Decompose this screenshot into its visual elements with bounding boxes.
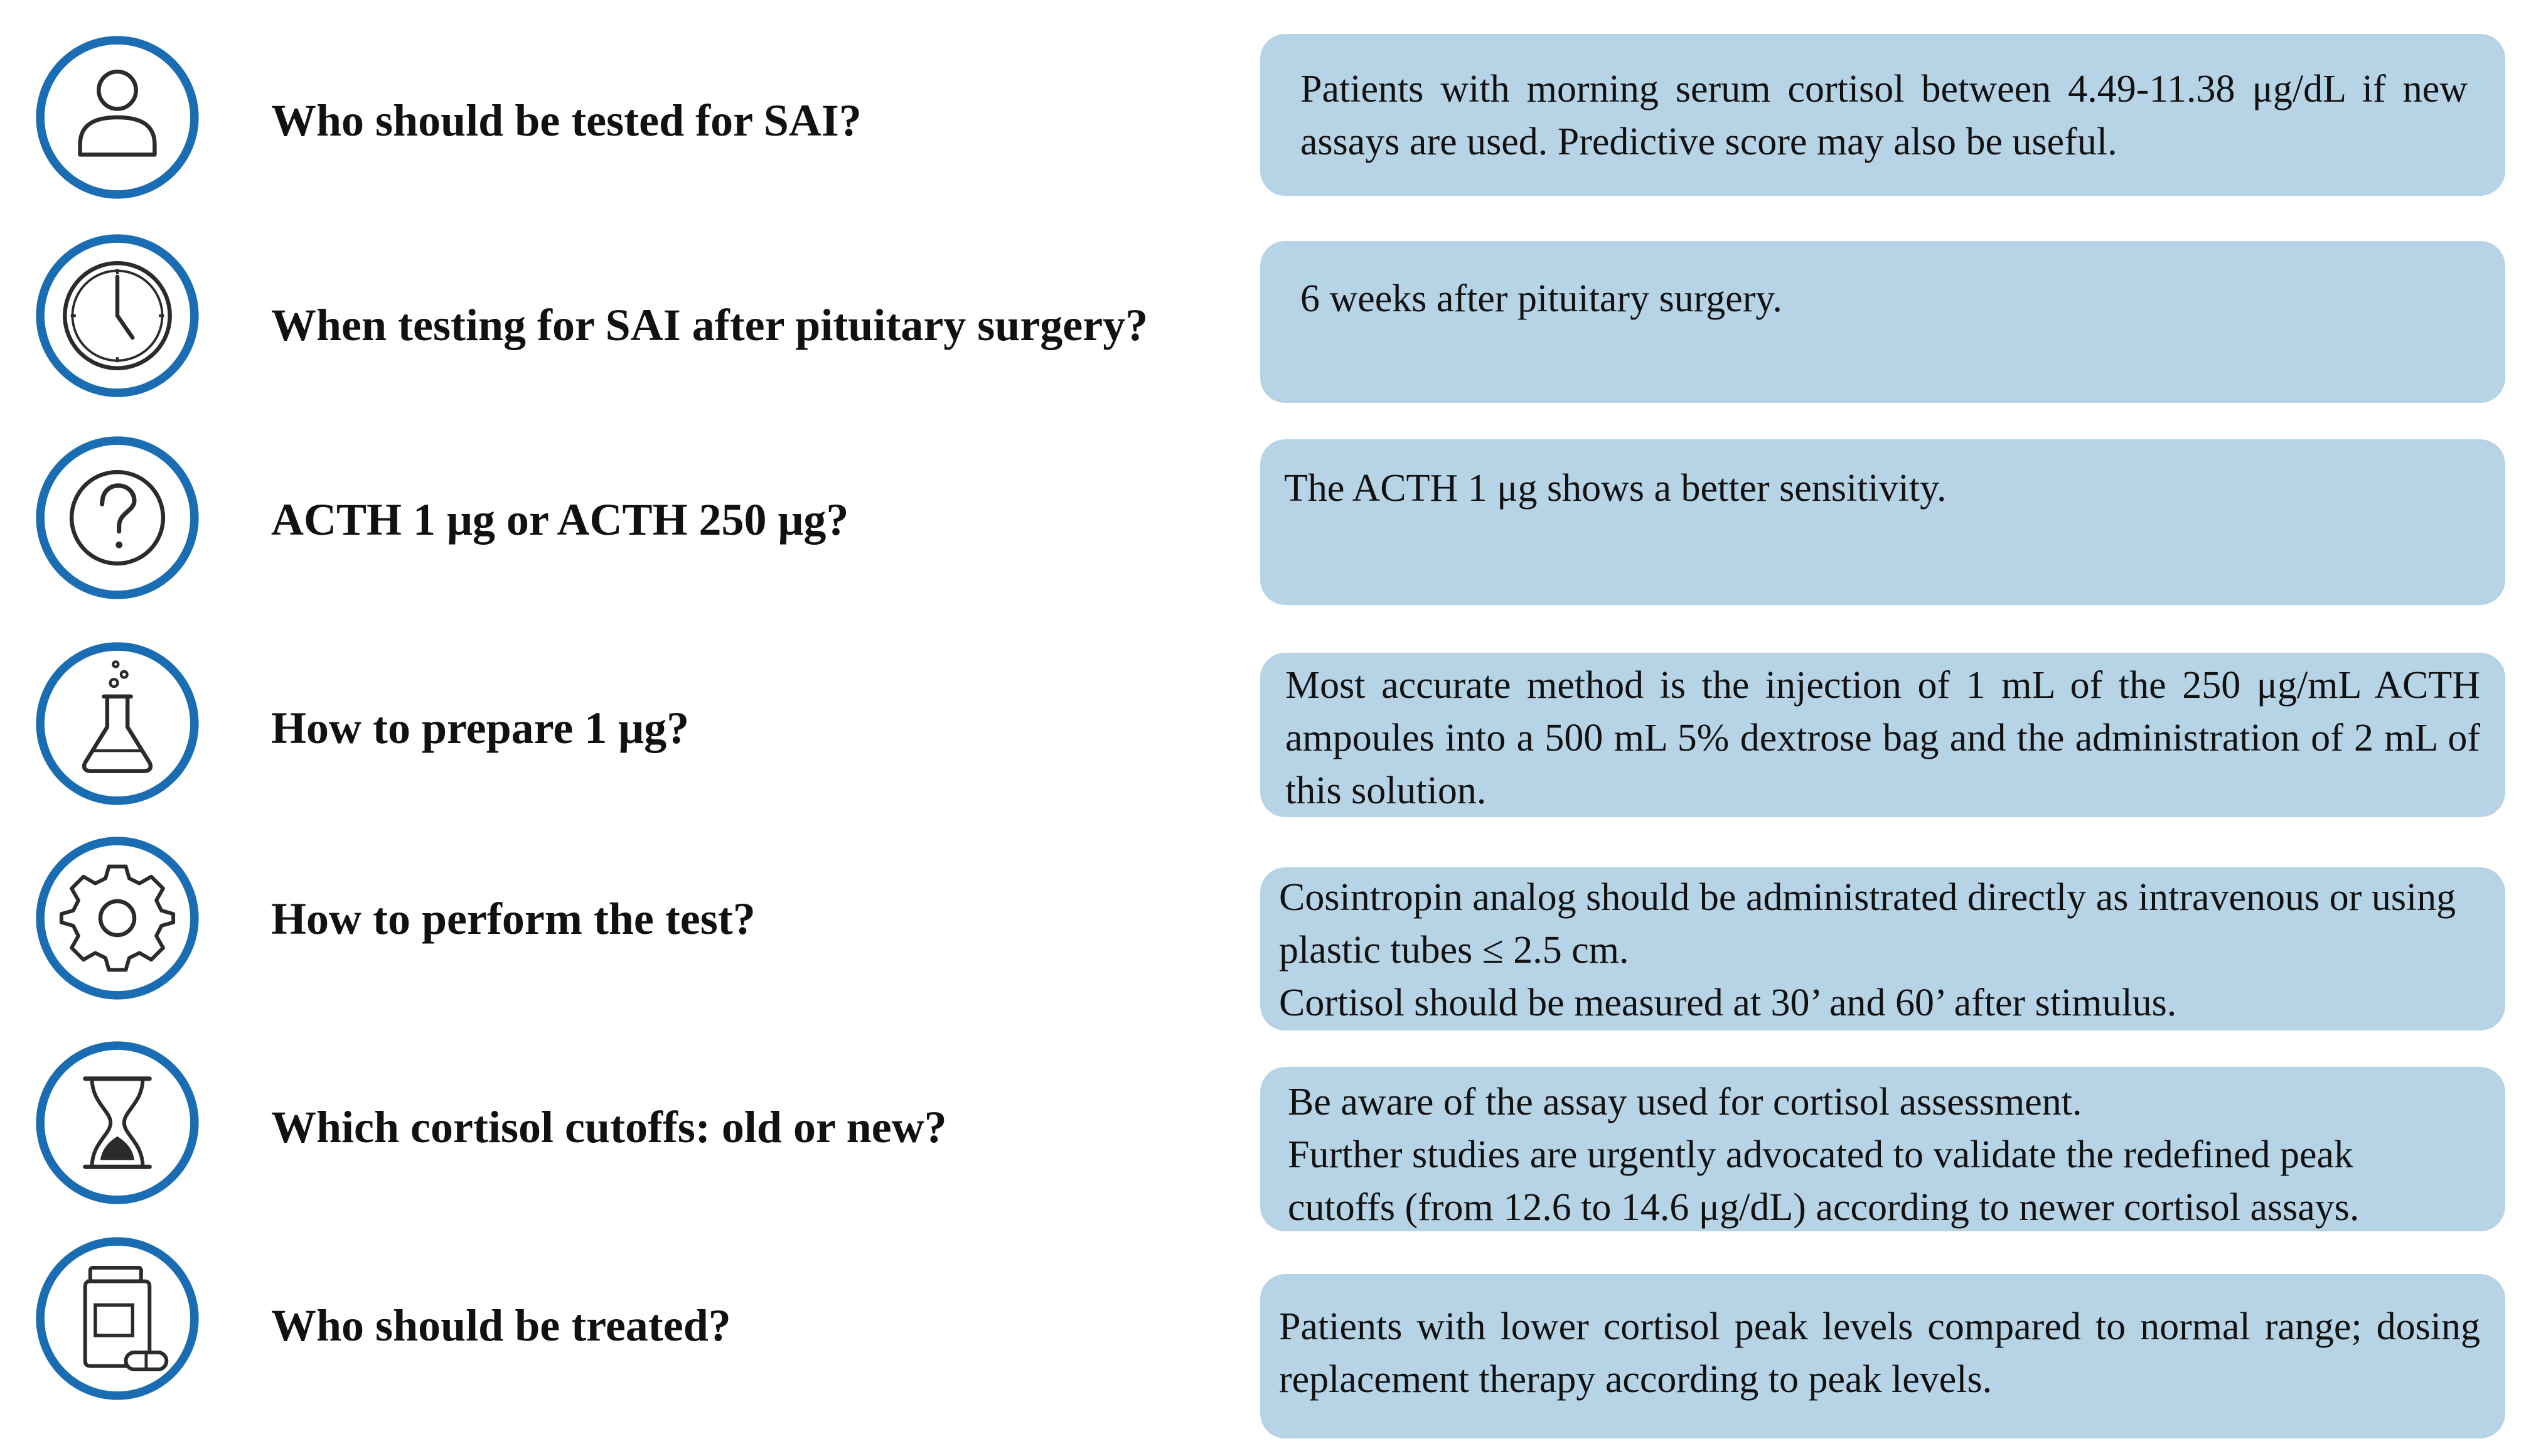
- answer-cortisol-cutoffs: Be aware of the assay used for cortisol …: [1260, 1067, 2505, 1231]
- flask-icon: [33, 639, 202, 808]
- question-when-testing: When testing for SAI after pituitary sur…: [271, 300, 1148, 350]
- hourglass-icon: [33, 1038, 202, 1207]
- question-perform-test: How to perform the test?: [271, 894, 756, 944]
- answer-who-tested: Patients with morning serum cortisol bet…: [1260, 34, 2505, 196]
- answer-text: Cortisol should be measured at 30’ and 6…: [1279, 982, 2177, 1024]
- medicine-bottle-icon: [33, 1234, 202, 1403]
- question-who-tested: Who should be tested for SAI?: [271, 95, 862, 146]
- answer-prepare-dose: Most accurate method is the injection of…: [1260, 653, 2505, 817]
- answer-text: 6 weeks after pituitary surgery.: [1300, 277, 1782, 320]
- answer-text: Patients with morning serum cortisol bet…: [1300, 68, 2468, 163]
- answer-perform-test: Cosintropin analog should be administrat…: [1260, 867, 2505, 1030]
- gear-icon: [33, 833, 202, 1003]
- answer-when-testing: 6 weeks after pituitary surgery.: [1260, 241, 2505, 403]
- answer-text: The ACTH 1 μg shows a better sensitivity…: [1284, 467, 1947, 510]
- question-acth-dose: ACTH 1 μg or ACTH 250 μg?: [271, 495, 849, 545]
- answer-acth-dose: The ACTH 1 μg shows a better sensitivity…: [1260, 439, 2505, 605]
- question-mark-icon: [33, 433, 202, 602]
- answer-who-treated: Patients with lower cortisol peak levels…: [1260, 1274, 2505, 1438]
- answer-text: Cosintropin analog should be administrat…: [1279, 876, 2456, 972]
- person-icon: [33, 33, 202, 202]
- answer-text: Further studies are urgently advocated t…: [1288, 1133, 2360, 1229]
- answer-text: Be aware of the assay used for cortisol …: [1288, 1081, 2082, 1123]
- clock-icon: [33, 231, 202, 400]
- question-prepare-dose: How to prepare 1 μg?: [271, 703, 690, 753]
- question-who-treated: Who should be treated?: [271, 1300, 731, 1351]
- answer-text: Most accurate method is the injection of…: [1285, 664, 2480, 812]
- question-cortisol-cutoffs: Which cortisol cutoffs: old or new?: [271, 1102, 947, 1152]
- answer-text: Patients with lower cortisol peak levels…: [1279, 1305, 2480, 1401]
